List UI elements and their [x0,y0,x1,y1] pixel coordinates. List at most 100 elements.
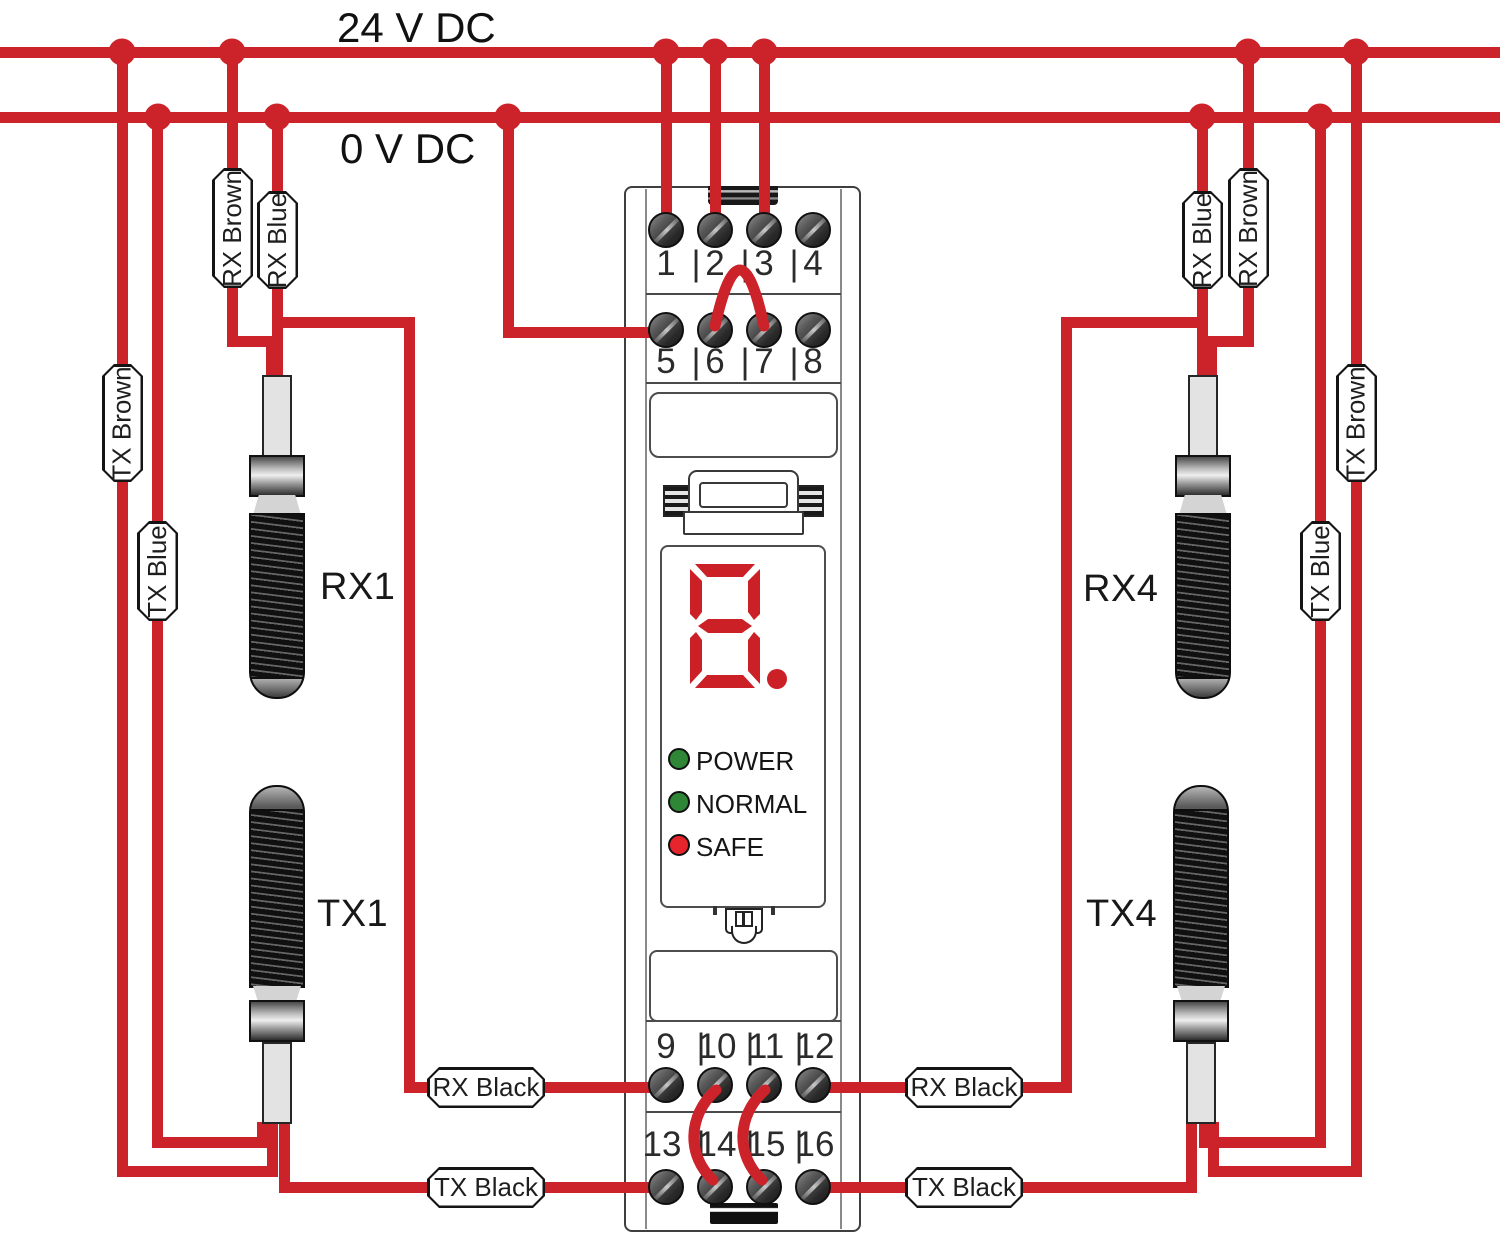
tx4-collar [1173,1000,1229,1042]
tag-left-rx-blue: RX Blue [257,191,298,289]
tag-right-rx-brown-label: RX Brown [1233,169,1264,287]
terminal-number: 10 [697,1027,737,1066]
wire-terminal5-horizontal [503,327,669,338]
wire-tx4-blue-stub [1199,1122,1210,1143]
terminal-separator: | [740,244,750,283]
module-right-rail-line [840,189,842,1229]
terminal-separator: | [691,342,701,381]
wire-rx1-merge-stub [266,336,277,378]
tag-right-rx-brown: RX Brown [1228,168,1269,288]
wire-tx4-brown-vertical [1351,52,1362,1177]
junction-dot [750,38,778,66]
tag-left-rx-blue-label: RX Blue [262,192,293,288]
normal-led [668,791,690,813]
wire-tx1-blue-vertical [152,117,163,1148]
rx1-neck [253,495,301,515]
tx4-cable [1186,1042,1216,1124]
terminal-8 [795,312,831,348]
rx1-tip [251,677,303,697]
tag-left-rx-brown-label: RX Brown [217,169,248,287]
terminal-4 [795,212,831,248]
terminal-number: 8 [803,342,823,381]
power-led-label: POWER [696,746,795,776]
wire-tx1-brown-vertical [117,52,128,1177]
module-divider-1 [646,293,841,295]
wire-0v-rail [0,112,1500,123]
tag-right-rx-black-label: RX Black [910,1072,1018,1102]
terminal-9 [648,1067,684,1103]
tx1-threads [251,787,303,986]
tx1-neck [253,986,301,1004]
terminal-number: 3 [754,244,774,283]
rx4-collar [1175,455,1231,497]
terminal-number: 14 [697,1125,737,1164]
terminal-5 [648,312,684,348]
latch-inner-plate [699,482,788,508]
wire-24v-rail [0,47,1500,58]
terminal-separator: | [794,1027,804,1066]
terminal-number: 5 [656,342,676,381]
rx1-threads [251,515,303,697]
tx4-tip [1175,787,1227,811]
tag-left-tx-black: TX Black [427,1167,545,1208]
wire-tx4-blue-horizontal [1199,1137,1326,1148]
terminal-number: 12 [795,1027,835,1066]
module-divider-4 [646,1111,841,1113]
module-upper-panel [649,392,838,458]
wire-tx1-brown-horizontal [117,1166,278,1177]
tag-right-rx-black: RX Black [905,1067,1023,1108]
terminal-number: 13 [642,1125,682,1164]
screw-round [731,926,757,944]
tag-left-tx-blue: TX Blue [137,521,178,621]
terminal-number: 6 [705,342,725,381]
rx4-threads [1177,515,1229,697]
tx4-neck [1177,986,1225,1004]
tag-right-tx-black: TX Black [905,1167,1023,1208]
junction-dot [1306,103,1334,131]
wire-terminal2-drop [710,52,721,220]
rail-label-24v: 24 V DC [337,4,496,51]
tag-right-tx-brown-label: TX Brown [1341,365,1371,481]
wire-rx1-black-vertical [404,317,415,1093]
module-lower-panel [649,950,838,1022]
wire-tx1-brown-stub [267,1122,278,1172]
din-clip-bottom-tab [710,1203,778,1224]
tx1-collar [249,1000,305,1042]
wire-terminal5-vertical [503,117,514,338]
module-left-rail-line [645,189,647,1229]
tx4-threaded-body [1173,785,1229,988]
safe-led [668,834,690,856]
sensor-label-tx1: TX1 [317,893,389,935]
terminal-13 [648,1169,684,1205]
tag-left-tx-brown: TX Brown [102,364,143,482]
rx4-tip [1177,677,1229,697]
junction-dot [1188,103,1216,131]
rx4-threaded-body [1175,513,1231,699]
tag-right-tx-brown: TX Brown [1336,364,1377,482]
wire-tx1-blue-stub [257,1122,268,1143]
junction-dot [652,38,680,66]
safe-led-label: SAFE [696,832,764,862]
tag-left-rx-black: RX Black [427,1067,545,1108]
tx1-tip [251,787,303,811]
terminal-separator: | [740,342,750,381]
terminal-11 [746,1067,782,1103]
junction-dot [1234,38,1262,66]
tag-right-tx-black-label: TX Black [911,1172,1017,1202]
terminal-number: 7 [754,342,774,381]
tx4-threads [1175,787,1227,986]
wire-rx4-black-vertical [1061,317,1072,1093]
junction-dot [144,103,172,131]
junction-dot [701,38,729,66]
wire-tx1-blue-horizontal [152,1137,268,1148]
terminal-16 [795,1169,831,1205]
power-led [668,748,690,770]
terminal-number: 11 [747,1027,785,1066]
tag-left-tx-brown-label: TX Brown [107,365,137,481]
sensor-label-tx4: TX4 [1086,893,1158,935]
screw-tab-right [771,906,775,915]
tag-right-rx-blue: RX Blue [1182,191,1223,289]
rx1-threaded-body [249,513,305,699]
screw-tab-left [713,906,717,915]
tx1-threaded-body [249,785,305,988]
